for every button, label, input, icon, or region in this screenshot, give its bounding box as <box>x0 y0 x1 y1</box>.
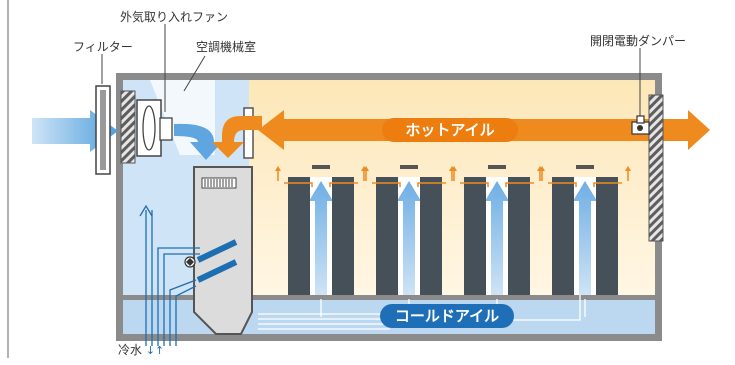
intake-fan <box>136 99 173 157</box>
return-damper <box>243 107 254 159</box>
hot-aisle-pill <box>382 118 518 142</box>
server-rack <box>420 177 442 295</box>
cold-aisle-label: コールドアイル <box>394 307 500 325</box>
server-rack <box>376 177 398 295</box>
fan-to-room-arrow <box>174 123 222 160</box>
hot-return-arrow <box>212 116 262 158</box>
filter-label: フィルター <box>73 40 133 54</box>
server-rack <box>596 177 618 295</box>
rack-pair <box>275 165 367 317</box>
water-flow-arrows-icon: ↓↑ <box>145 344 165 357</box>
rack-pair <box>363 165 455 317</box>
cold-air-up-arrow <box>485 181 509 295</box>
rack-pair <box>451 165 543 317</box>
damper-label: 開閉電動ダンパー <box>590 34 687 48</box>
cold-air-up-arrow <box>397 181 421 295</box>
air-conditioning-unit <box>184 166 253 335</box>
ac-room-label: 空調機械室 <box>196 40 257 54</box>
motorized-damper <box>631 115 650 135</box>
server-rack <box>464 177 486 295</box>
server-rack <box>288 177 310 295</box>
cold-aisle-pill <box>380 304 514 328</box>
hot-aisle-label: ホットアイル <box>405 121 495 139</box>
chilled-water-text: 冷水 <box>118 343 143 357</box>
intake-louver <box>120 90 136 164</box>
rack-pair <box>539 165 631 317</box>
cold-air-up-arrow <box>573 181 597 295</box>
chilled-water-label: 冷水 ↓↑ <box>118 344 164 356</box>
cold-air-up-arrow <box>309 181 333 295</box>
server-rack <box>508 177 530 295</box>
fan-label: 外気取り入れファン <box>120 10 229 24</box>
exhaust-louver <box>648 94 664 242</box>
chilled-water-pipes <box>139 204 200 346</box>
server-racks <box>275 165 631 317</box>
server-rack <box>552 177 574 295</box>
underfloor-cold-air <box>258 284 581 330</box>
server-rack <box>332 177 354 295</box>
